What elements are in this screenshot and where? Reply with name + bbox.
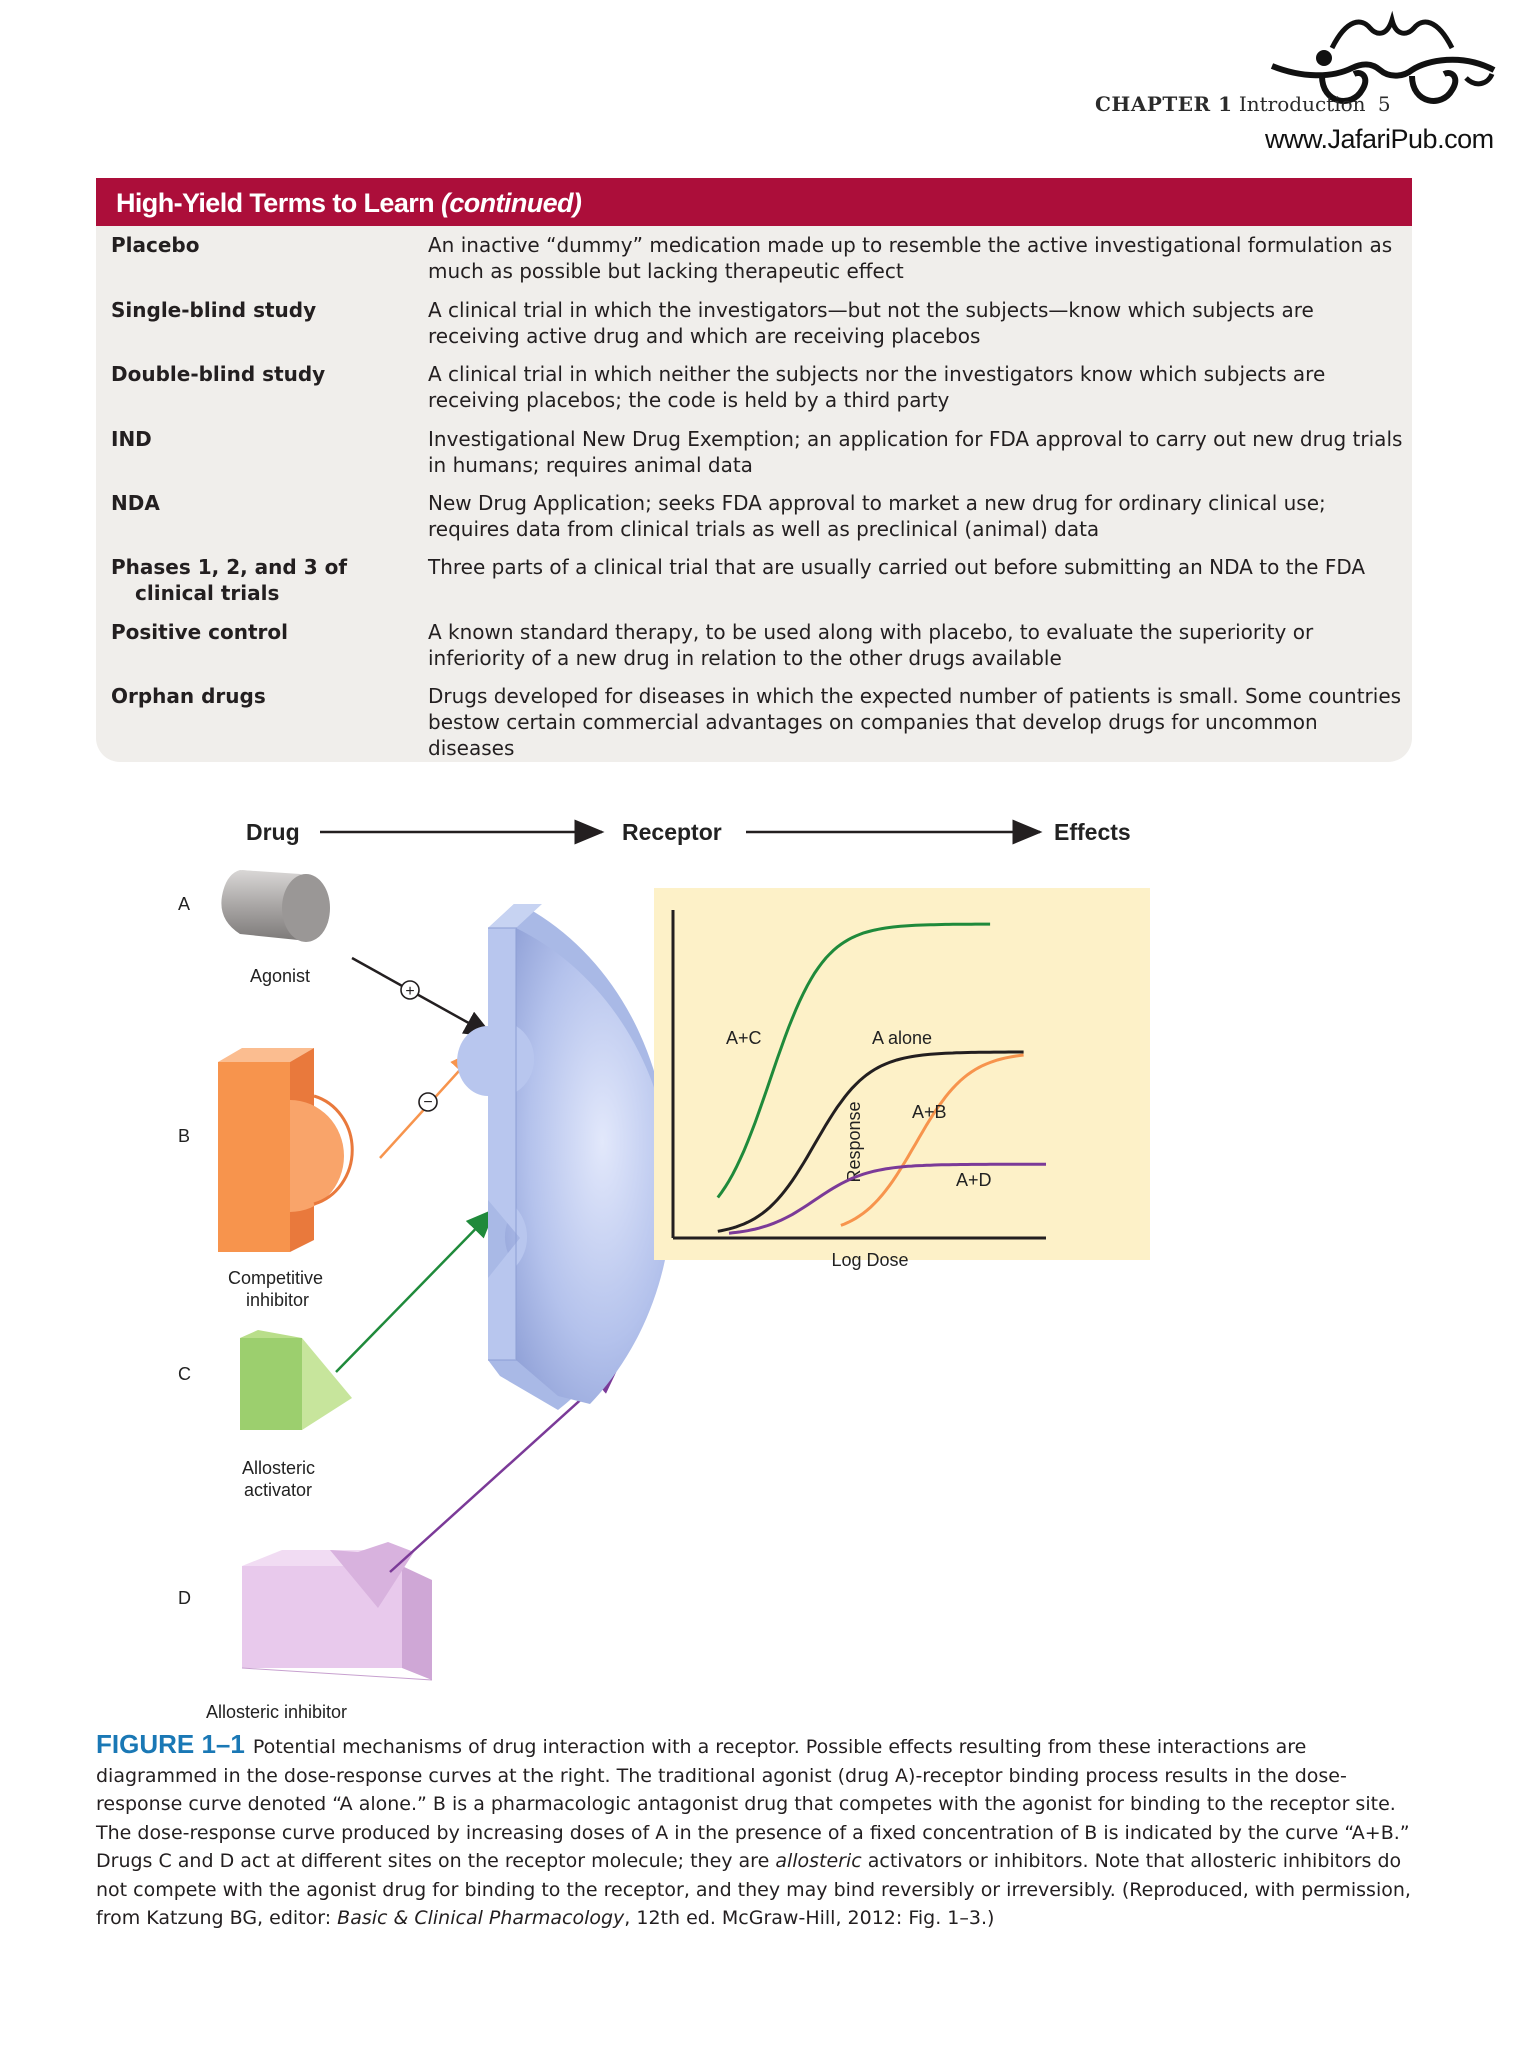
caption-allosteric: allosteric: [775, 1850, 862, 1872]
definition-placebo: An inactive “dummy” medication made up t…: [428, 233, 1393, 283]
series-label-a-plus-b: A+B: [912, 1102, 947, 1122]
definition-phases: Three parts of a clinical trial that are…: [428, 555, 1366, 579]
series-label-a-plus-d: A+D: [956, 1170, 992, 1190]
term-nda: NDA: [111, 491, 160, 515]
caption-text-1: Potential mechanisms of drug interaction…: [96, 1736, 1410, 1872]
term-placebo: Placebo: [111, 233, 200, 257]
competitive-inhibitor-block: [218, 1048, 354, 1252]
running-header: CHAPTER 1 Introduction 5: [1095, 92, 1391, 116]
label-b: B: [178, 1126, 190, 1146]
terms-title-continued: (continued): [440, 188, 582, 218]
header-drug: Drug: [246, 819, 300, 845]
term-ind: IND: [111, 427, 152, 451]
label-a: A: [178, 894, 190, 914]
term-orphan-drugs: Orphan drugs: [111, 684, 266, 708]
terms-banner: [96, 178, 1412, 226]
competitive-inhibitor-label-2: inhibitor: [246, 1290, 309, 1310]
definition-single-blind: A clinical trial in which the investigat…: [428, 298, 1314, 348]
plus-sign-text: +: [405, 983, 414, 1000]
minus-sign-icon: [418, 1092, 438, 1112]
chart-background: [654, 888, 1150, 1260]
agonist-arrow: [351, 956, 495, 1038]
chapter-label: CHAPTER 1: [1095, 92, 1233, 116]
series-label-a-alone: A alone: [872, 1028, 932, 1048]
minus-sign-text: −: [423, 1094, 432, 1111]
definition-double-blind: A clinical trial in which neither the su…: [428, 362, 1326, 412]
figure-1-1: Drug Receptor Effects A B C D Agonist + …: [178, 819, 1150, 1720]
receptor-molecule: [457, 904, 673, 1410]
caption-text-3: , 12th ed. McGraw-Hill, 2012: Fig. 1–3.): [624, 1907, 995, 1929]
term-phases-line2: clinical trials: [135, 581, 280, 605]
curve-a-alone: [717, 1050, 1024, 1233]
allosteric-inhibitor-label: Allosteric inhibitor: [206, 1702, 347, 1720]
term-single-blind: Single-blind study: [111, 298, 317, 322]
curve-a-b: [840, 1053, 1024, 1227]
curve-a-d: [728, 1162, 1046, 1235]
term-phases-line1: Phases 1, 2, and 3 of: [111, 555, 348, 579]
plus-sign-icon: [400, 980, 420, 1000]
allosteric-activator-label-2: activator: [244, 1480, 312, 1500]
agonist-label: Agonist: [250, 966, 310, 986]
allosteric-activator-arrow: [335, 1208, 496, 1373]
agonist-cylinder: [221, 870, 330, 942]
term-positive-control: Positive control: [111, 620, 288, 644]
competitive-inhibitor-label-1: Competitive: [228, 1268, 323, 1288]
chart-x-label: Log Dose: [831, 1250, 908, 1270]
chart-curves: [716, 922, 1046, 1235]
caption-text-2: activators or inhibitors. Note that allo…: [96, 1850, 1411, 1929]
header-effects: Effects: [1054, 819, 1131, 845]
term-phases: Phases 1, 2, and 3 of clinical trials: [111, 554, 401, 606]
allosteric-inhibitor-block: [241, 1542, 433, 1681]
definition-ind: Investigational New Drug Exemption; an a…: [428, 427, 1403, 477]
definition-positive-control: A known standard therapy, to be used alo…: [428, 620, 1314, 670]
terms-title-main: High-Yield Terms to Learn: [116, 188, 435, 218]
caption-figure-number: FIGURE 1–1: [96, 1729, 245, 1759]
definition-orphan-drugs: Drugs developed for diseases in which th…: [428, 684, 1402, 760]
caption-book-title: Basic & Clinical Pharmacology: [337, 1907, 625, 1929]
label-d: D: [178, 1588, 191, 1608]
chapter-title: Introduction: [1238, 92, 1366, 116]
series-label-a-plus-c: A+C: [726, 1028, 762, 1048]
header-receptor: Receptor: [622, 819, 722, 845]
curve-a-c: [716, 922, 991, 1199]
terms-title: High-Yield Terms to Learn (continued): [116, 188, 582, 219]
publisher-website: www.JafariPub.com: [1265, 124, 1494, 154]
label-c: C: [178, 1364, 191, 1384]
allosteric-activator-label-1: Allosteric: [242, 1458, 315, 1478]
chart-y-label: Response: [844, 1101, 864, 1182]
term-double-blind: Double-blind study: [111, 362, 326, 386]
allosteric-activator-prism: [240, 1330, 352, 1430]
definition-nda: New Drug Application; seeks FDA approval…: [428, 491, 1326, 541]
publisher-logo: [1270, 10, 1496, 104]
page-number: 5: [1377, 92, 1391, 116]
terms-table: [96, 226, 1412, 762]
